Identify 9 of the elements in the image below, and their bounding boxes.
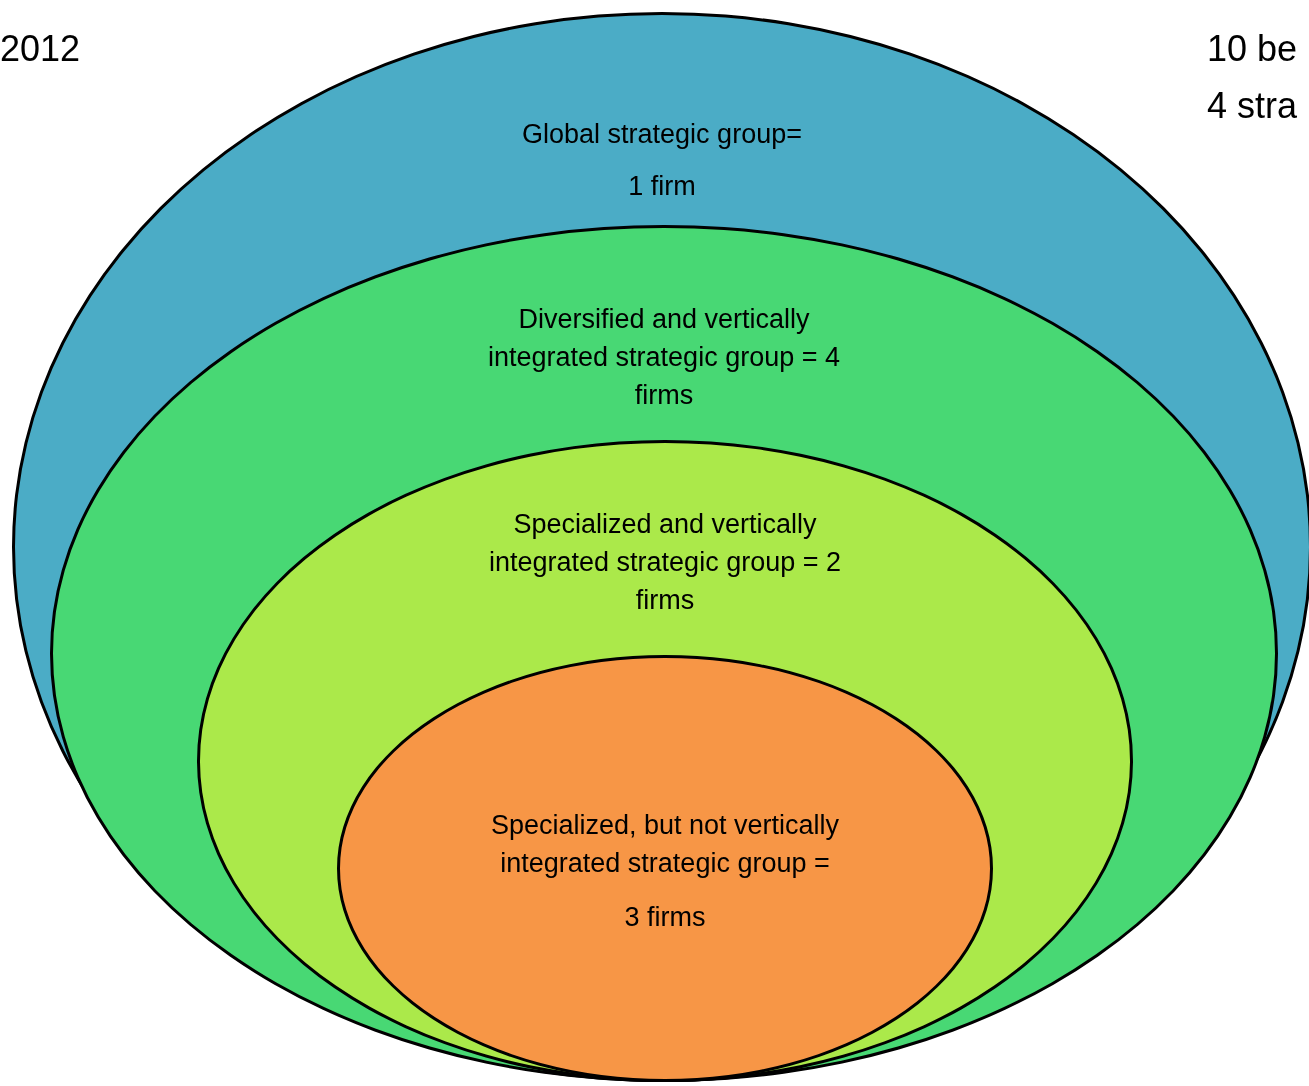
group-label: Specialized, but not vertically integrated strategic group = (489, 809, 841, 880)
group-label: Global strategic group= (521, 118, 803, 151)
note-text: 4 stra (1207, 85, 1298, 127)
firm-count: 3 firms (623, 901, 707, 934)
note-text: 10 be (1207, 28, 1298, 70)
group-label: Specialized and vertically integrated strategic group = 2 firms (488, 508, 842, 617)
year-label: 2012 (0, 28, 81, 70)
group-label: Diversified and vertically integrated strategic group = 4 firms (487, 303, 841, 412)
firm-count: 1 firm (627, 170, 697, 203)
